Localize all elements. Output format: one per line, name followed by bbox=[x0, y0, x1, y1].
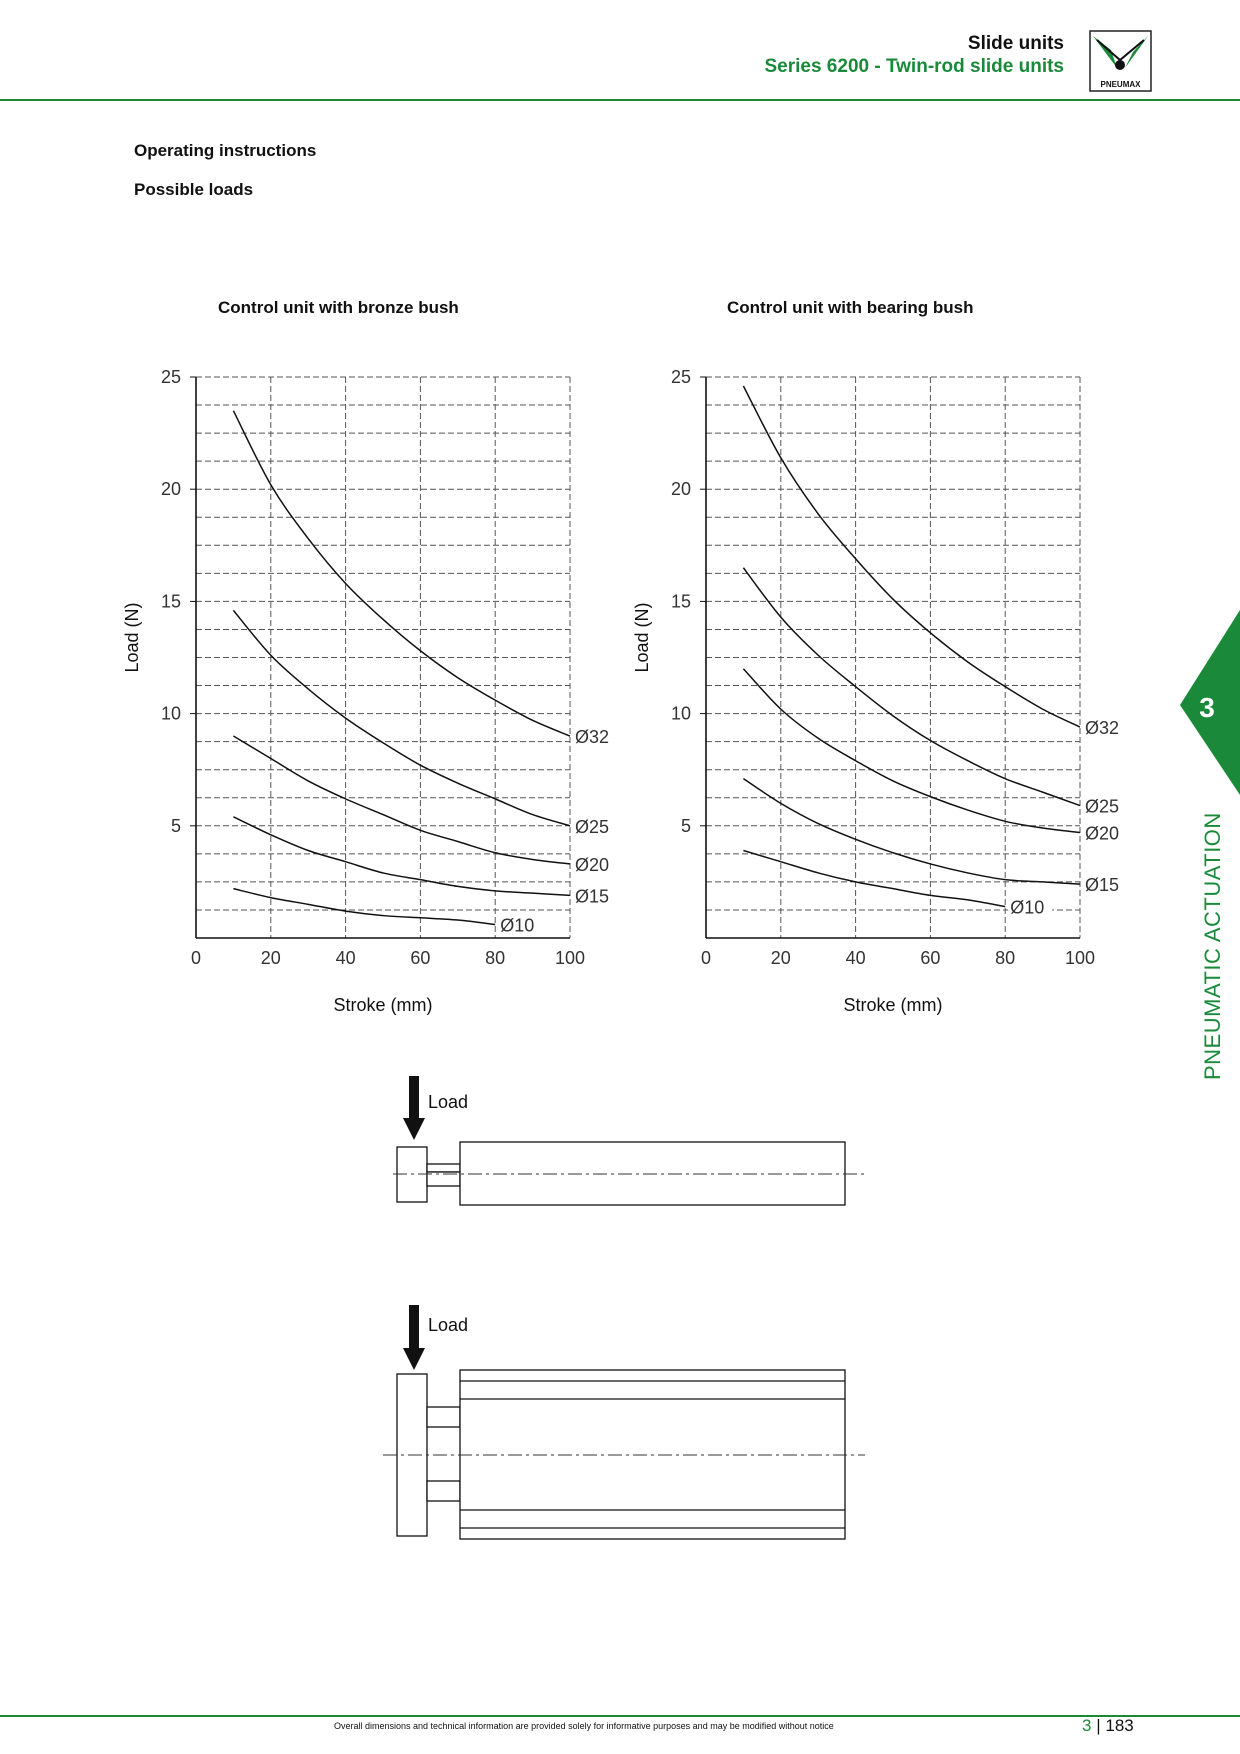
x-tick-label: 40 bbox=[336, 948, 356, 968]
x-tick-label: 80 bbox=[485, 948, 505, 968]
series-line-Ø25 bbox=[742, 567, 1081, 807]
load-label-1: Load bbox=[428, 1092, 468, 1112]
series-label-bg bbox=[573, 816, 617, 837]
y-tick-label: 20 bbox=[671, 479, 691, 499]
x-axis-label: Stroke (mm) bbox=[844, 995, 943, 1015]
series-label: Ø20 bbox=[575, 855, 609, 875]
header-subtitle: Series 6200 - Twin-rod slide units bbox=[764, 56, 1064, 77]
series-line-Ø25 bbox=[232, 609, 571, 827]
x-tick-label: 0 bbox=[701, 948, 711, 968]
y-axis-label: Load (N) bbox=[632, 602, 652, 672]
y-tick-label: 15 bbox=[161, 591, 181, 611]
load-arrow-icon bbox=[403, 1118, 425, 1140]
load-label-2: Load bbox=[428, 1315, 468, 1335]
series-line-Ø32 bbox=[232, 410, 571, 737]
series-label-bg bbox=[573, 886, 617, 907]
x-tick-label: 40 bbox=[846, 948, 866, 968]
series-line-Ø10 bbox=[233, 887, 496, 926]
footer-chapter: 3 bbox=[1082, 1716, 1092, 1735]
y-axis-label: Load (N) bbox=[122, 602, 142, 672]
diagram-top-view: Load bbox=[383, 1305, 865, 1540]
load-arrow-icon bbox=[403, 1348, 425, 1370]
series-label-bg bbox=[1083, 718, 1127, 739]
series-label: Ø32 bbox=[1085, 718, 1119, 738]
chart-1-title: Control unit with bronze bush bbox=[218, 298, 459, 317]
series-line-Ø15 bbox=[742, 778, 1081, 885]
series-line-Ø32 bbox=[742, 385, 1081, 728]
series-label: Ø10 bbox=[500, 916, 534, 936]
x-tick-label: 20 bbox=[261, 948, 281, 968]
y-tick-label: 15 bbox=[671, 591, 691, 611]
x-tick-label: 60 bbox=[920, 948, 940, 968]
series-label: Ø25 bbox=[575, 817, 609, 837]
series-label-bg bbox=[1008, 897, 1053, 918]
operating-instructions-heading: Operating instructions bbox=[134, 141, 317, 160]
header-title: Slide units bbox=[967, 33, 1064, 54]
y-tick-label: 20 bbox=[161, 479, 181, 499]
header-rule bbox=[0, 99, 1240, 101]
chart-2-title: Control unit with bearing bush bbox=[727, 298, 974, 317]
footer-separator: | bbox=[1096, 1716, 1101, 1735]
y-tick-label: 5 bbox=[681, 816, 691, 836]
x-axis-label: Stroke (mm) bbox=[334, 995, 433, 1015]
section-side-label: PNEUMATIC ACTUATION bbox=[1200, 812, 1225, 1080]
series-label-bg bbox=[1083, 823, 1127, 844]
x-tick-label: 80 bbox=[995, 948, 1015, 968]
footer-rule bbox=[0, 1715, 1240, 1717]
footer-page: 183 bbox=[1105, 1716, 1134, 1735]
pneumax-logo: PNEUMAX bbox=[1089, 30, 1152, 92]
possible-loads-heading: Possible loads bbox=[134, 180, 254, 199]
series-label-bg bbox=[498, 915, 543, 936]
x-tick-label: 100 bbox=[1065, 948, 1095, 968]
x-tick-label: 60 bbox=[410, 948, 430, 968]
series-label: Ø15 bbox=[575, 886, 609, 906]
y-tick-label: 25 bbox=[161, 367, 181, 387]
x-tick-label: 20 bbox=[771, 948, 791, 968]
diagram-side-view: Load bbox=[393, 1076, 865, 1206]
y-tick-label: 10 bbox=[671, 704, 691, 724]
series-label: Ø25 bbox=[1085, 797, 1119, 817]
series-label: Ø32 bbox=[575, 727, 609, 747]
series-label: Ø15 bbox=[1085, 875, 1119, 895]
series-line-Ø20 bbox=[233, 735, 571, 865]
series-label: Ø20 bbox=[1085, 824, 1119, 844]
logo-text: PNEUMAX bbox=[1100, 80, 1141, 89]
series-label-bg bbox=[1083, 875, 1127, 896]
series-label: Ø10 bbox=[1010, 898, 1044, 918]
y-tick-label: 5 bbox=[171, 816, 181, 836]
chapter-tab: 3 bbox=[1180, 610, 1240, 795]
x-tick-label: 100 bbox=[555, 948, 585, 968]
y-tick-label: 10 bbox=[161, 704, 181, 724]
series-line-Ø20 bbox=[742, 668, 1081, 834]
series-label-bg bbox=[573, 854, 617, 875]
footer-disclaimer: Overall dimensions and technical informa… bbox=[334, 1721, 834, 1731]
chapter-number: 3 bbox=[1199, 692, 1215, 723]
x-tick-label: 0 bbox=[191, 948, 201, 968]
series-label-bg bbox=[1083, 796, 1127, 817]
series-line-Ø10 bbox=[743, 849, 1006, 908]
y-tick-label: 25 bbox=[671, 367, 691, 387]
series-label-bg bbox=[573, 727, 617, 748]
page-number: 3 | 183 bbox=[1082, 1716, 1134, 1736]
series-line-Ø15 bbox=[233, 816, 571, 897]
